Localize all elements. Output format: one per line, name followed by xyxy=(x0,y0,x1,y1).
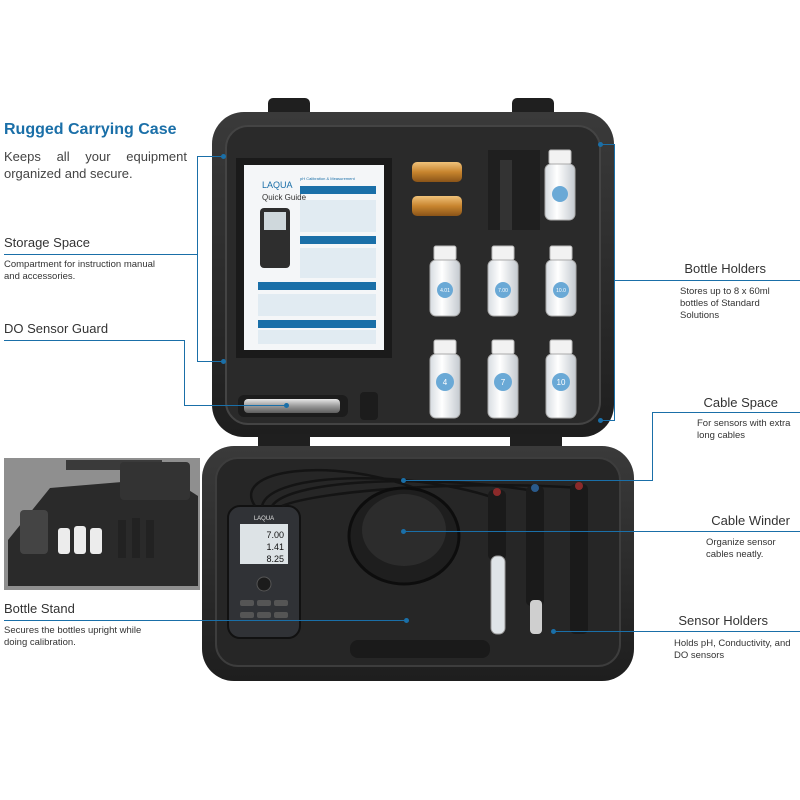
bottle-holders-line xyxy=(600,144,614,145)
manual-header: pH Calibration & Measurement xyxy=(300,176,356,181)
do-guard-dot xyxy=(284,403,289,408)
meter-reading: 7.00 xyxy=(266,530,284,540)
bottle-label: 7 xyxy=(501,378,506,387)
cable-space-desc: For sensors with extra long cables xyxy=(697,418,791,441)
sensor-holders-desc: Holds pH, Conductivity, and DO sensors xyxy=(674,638,791,661)
sensor-holders-dot xyxy=(551,629,556,634)
bottle-label: 4.01 xyxy=(440,288,450,294)
storage-space-line xyxy=(4,254,198,255)
do-guard-line xyxy=(184,340,185,406)
bottle-holders-title: Bottle Holders xyxy=(684,261,766,276)
sensor-holders-title: Sensor Holders xyxy=(678,613,768,628)
cable-winder-desc: Organize sensor cables neatly. xyxy=(706,537,776,560)
intro-text: Keeps all your equipment organized and s… xyxy=(4,149,187,181)
bottle-stand-line xyxy=(4,620,406,621)
cable-space-dot xyxy=(401,478,406,483)
bracket-dot xyxy=(221,359,226,364)
cable-space-line xyxy=(404,480,653,481)
bottle-holders-desc: Stores up to 8 x 60ml bottles of Standar… xyxy=(680,286,770,321)
bottle-label: 10.0 xyxy=(556,288,566,294)
bracket-line xyxy=(197,156,223,157)
bottle-stand-title: Bottle Stand xyxy=(4,601,75,616)
cable-space-line xyxy=(652,412,653,480)
quick-guide-manual: LAQUA Quick Guide pH Calibration & Measu… xyxy=(236,158,392,358)
meter-reading: 8.25 xyxy=(266,554,284,564)
sensor-holders-line xyxy=(554,631,800,632)
meter-reading: 1.41 xyxy=(266,542,284,552)
sensors xyxy=(488,482,588,635)
bottle-stand-dot xyxy=(404,618,409,623)
cable-winder xyxy=(347,486,461,586)
bracket-dot xyxy=(221,154,226,159)
storage-space-desc: Compartment for instruction manual and a… xyxy=(4,259,156,282)
intro-title: Rugged Carrying Case xyxy=(4,121,177,138)
do-guard-line xyxy=(184,405,286,406)
bottle-holders-line xyxy=(614,280,800,281)
cable-winder-dot xyxy=(401,529,406,534)
manual-title: Quick Guide xyxy=(262,193,307,202)
bottle-label: 4 xyxy=(443,378,448,387)
do-guard-line xyxy=(4,340,184,341)
bottle-holders-line xyxy=(614,144,615,421)
do-sensor-guard-title: DO Sensor Guard xyxy=(4,321,109,336)
bracket-line xyxy=(197,156,198,362)
do-sensor-guard xyxy=(238,392,378,420)
bottle-stand-desc: Secures the bottles upright while doing … xyxy=(4,625,142,648)
manual-brand: LAQUA xyxy=(262,180,293,190)
bracket-line xyxy=(197,361,223,362)
bottle-holders: 4.01 7.00 10.0 4 7 xyxy=(429,149,577,419)
inset-photo xyxy=(4,458,200,590)
brass-fittings xyxy=(412,162,462,216)
cable-space-title: Cable Space xyxy=(703,395,778,410)
bottle-holders-line xyxy=(600,420,614,421)
cable-winder-line xyxy=(404,531,800,532)
cable-winder-title: Cable Winder xyxy=(711,513,790,528)
bottle-label: 7.00 xyxy=(498,288,508,294)
laqua-meter: LAQUA 7.00 1.41 8.25 xyxy=(227,505,301,639)
cable-space-line xyxy=(652,412,800,413)
bottle-label: 10 xyxy=(557,378,566,387)
meter-brand: LAQUA xyxy=(254,516,274,522)
storage-space-title: Storage Space xyxy=(4,235,91,250)
